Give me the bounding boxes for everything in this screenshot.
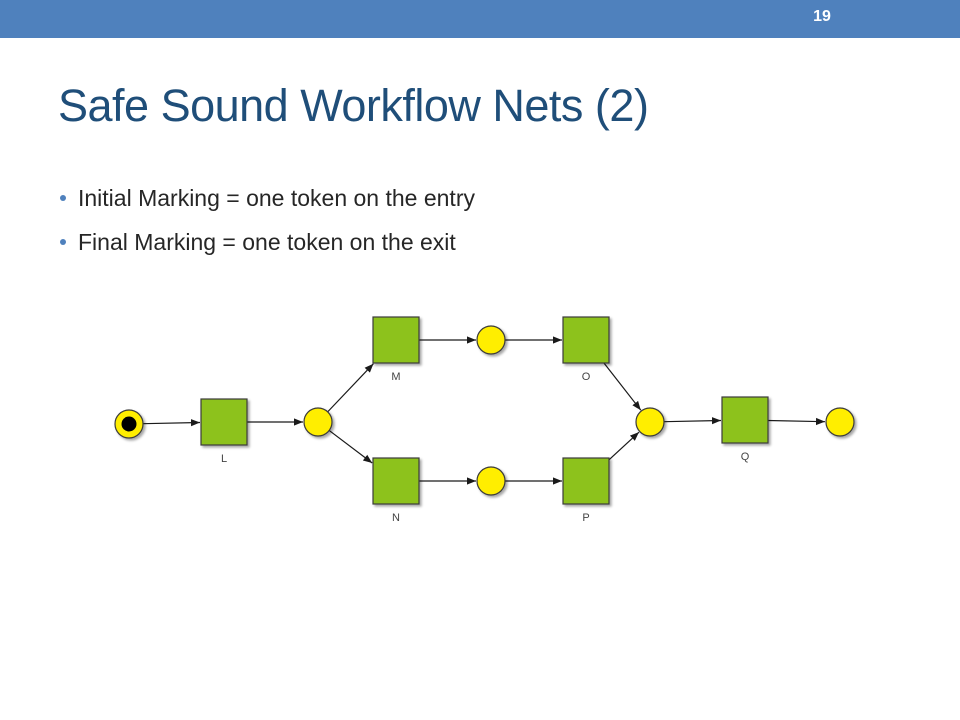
place-circle <box>635 407 665 437</box>
transition-box <box>200 398 248 446</box>
arc-entry-to-L <box>142 419 201 427</box>
transition-box <box>562 457 610 505</box>
transition-box <box>721 396 769 444</box>
transition-label: O <box>582 371 591 383</box>
transition-label: N <box>392 512 400 524</box>
transition-label: M <box>391 371 400 383</box>
transition-box <box>562 316 610 364</box>
place-circle <box>825 407 855 437</box>
bullet-text: Initial Marking = one token on the entry <box>78 184 475 211</box>
arc-p4-to-Q <box>663 417 722 425</box>
arc-p1-to-M <box>327 363 374 413</box>
place-p3 <box>476 466 506 496</box>
header-bar: 19 <box>0 0 960 38</box>
transition-box <box>372 316 420 364</box>
slide-number: 19 <box>813 8 831 25</box>
transition-label: L <box>221 453 227 465</box>
arc-O-to-p4 <box>603 362 642 411</box>
place-circle <box>476 325 506 355</box>
bullet-text: Final Marking = one token on the exit <box>78 228 456 255</box>
place-p4 <box>635 407 665 437</box>
bullet-list: Initial Marking = one token on the entry… <box>60 176 475 264</box>
transition-box <box>372 457 420 505</box>
arc-Q-to-exit <box>767 417 826 426</box>
bullet-icon <box>60 195 66 201</box>
bullet-icon <box>60 239 66 245</box>
token <box>121 416 137 432</box>
place-circle <box>476 466 506 496</box>
arc-p1-to-N <box>328 429 373 464</box>
transition-O: O <box>562 316 610 383</box>
transition-label: Q <box>741 451 750 463</box>
slide-title: Safe Sound Workflow Nets (2) <box>58 80 649 131</box>
transition-L: L <box>200 398 248 465</box>
transition-M: M <box>372 316 420 383</box>
transition-N: N <box>372 457 420 524</box>
transition-label: P <box>582 512 589 524</box>
place-exit <box>825 407 855 437</box>
place-p2 <box>476 325 506 355</box>
place-circle <box>303 407 333 437</box>
place-p1 <box>303 407 333 437</box>
place-entry <box>114 409 144 439</box>
arc-P-to-p4 <box>608 431 640 461</box>
transition-P: P <box>562 457 610 524</box>
bullet-item: Initial Marking = one token on the entry <box>60 176 475 220</box>
transition-Q: Q <box>721 396 769 463</box>
bullet-item: Final Marking = one token on the exit <box>60 220 475 264</box>
